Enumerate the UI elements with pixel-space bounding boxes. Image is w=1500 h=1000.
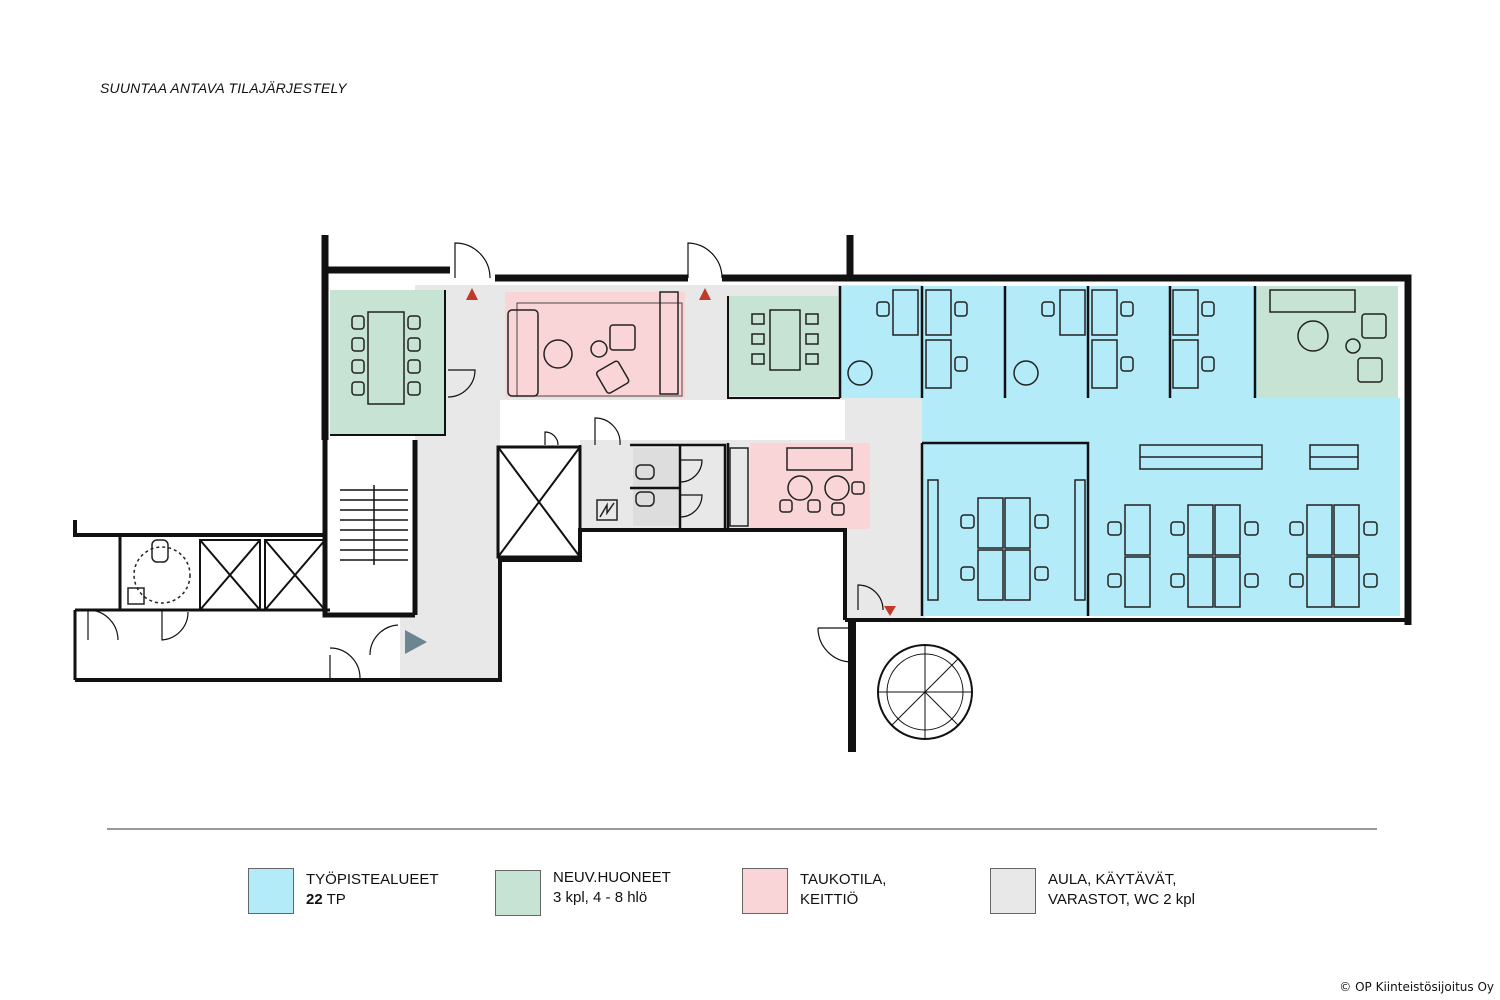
legend-label: TYÖPISTEALUEET — [306, 871, 439, 888]
meeting-rooms — [330, 286, 1398, 435]
legend-sublabel: KEITTIÖ — [800, 891, 859, 908]
legend-sublabel: TP — [322, 891, 346, 908]
legend-item-common: AULA, KÄYTÄVÄT, VARASTOT, WC 2 kpl — [990, 868, 1195, 914]
legend-sublabel: VARASTOT, WC 2 kpl — [1048, 891, 1195, 908]
legend-label: NEUV.HUONEET — [553, 869, 671, 886]
floor-plan — [73, 235, 1412, 752]
staircase — [340, 485, 408, 565]
legend-swatch-meeting — [495, 870, 541, 916]
workspace-areas — [840, 286, 1400, 616]
legend-sublabel: 3 kpl, 4 - 8 hlö — [553, 889, 648, 906]
legend-label: TAUKOTILA, — [800, 871, 887, 888]
walls — [73, 235, 1412, 752]
plan-title: SUUNTAA ANTAVA TILAJÄRJESTELY — [100, 80, 347, 96]
legend-swatch-workspace — [248, 868, 294, 914]
divider — [107, 828, 1377, 830]
spiral-staircase — [877, 644, 973, 740]
legend-swatch-break — [742, 868, 788, 914]
furniture — [127, 289, 1387, 608]
legend-item-workspace: TYÖPISTEALUEET 22 TP — [248, 868, 439, 914]
doors — [87, 242, 884, 680]
legend-swatch-common — [990, 868, 1036, 914]
exit-markers — [466, 288, 896, 616]
legend-count: 22 — [306, 891, 323, 908]
legend-label: AULA, KÄYTÄVÄT, — [1048, 871, 1177, 888]
elevators — [199, 445, 582, 611]
legend-item-meeting: NEUV.HUONEET 3 kpl, 4 - 8 hlö — [495, 866, 671, 916]
entrance-arrow — [405, 630, 427, 654]
legend-item-break: TAUKOTILA, KEITTIÖ — [742, 868, 886, 914]
copyright: © OP Kiinteistösijoitus Oy — [1339, 980, 1494, 994]
